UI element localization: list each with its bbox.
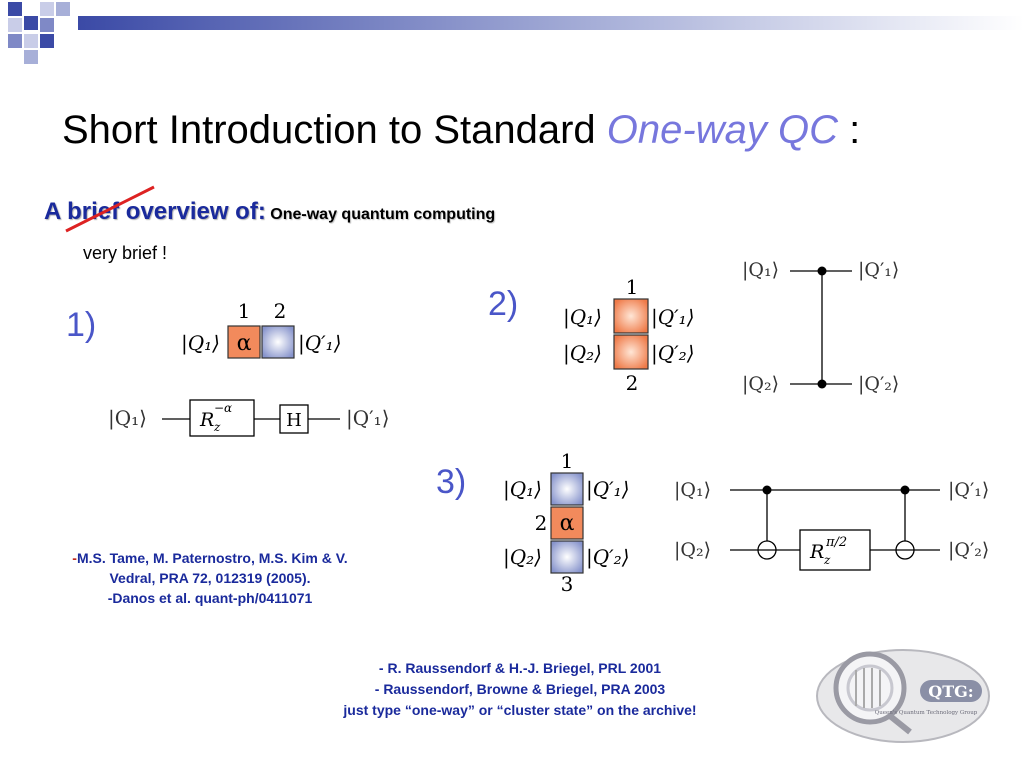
rz-gate-sub: z [823,553,831,567]
strike-through-line [65,185,155,233]
diagram-one: 1 2 |Q₁⟩ α |Q′₁⟩ |Q₁⟩ R z −α H |Q′₁⟩ [108,299,390,437]
cluster-cell [550,540,584,574]
qubit-number: 2 [535,511,548,535]
header-decoration [8,2,1024,64]
qubit-number: 1 [561,449,574,473]
slide-title: Short Introduction to Standard One-way Q… [62,108,860,153]
control-dot [762,485,772,495]
subheading: A brief overview of: One-way quantum com… [44,198,495,226]
circuit-input: |Q₁⟩ [742,259,779,281]
control-dot [900,485,910,495]
control-dot [817,266,827,276]
hadamard-gate [279,404,309,434]
rz-gate-sub: z [213,420,221,434]
header-square [8,2,22,16]
header-square [24,50,38,64]
control-dot [817,379,827,389]
cluster-cell [261,325,295,359]
hadamard-label: H [286,410,302,431]
ket-input: |Q₂⟩ [503,545,542,570]
circuit-output: |Q′₁⟩ [346,406,390,431]
ref-line: -Danos et al. quant-ph/0411071 [107,590,313,606]
ref-line: - R. Raussendorf & H.-J. Briegel, PRL 20… [378,660,662,676]
header-square [40,34,54,48]
ref-text: M.S. Tame, M. Paternostro, M.S. Kim & V. [76,550,348,566]
diagram-three: 1 α 2 3 |Q₁⟩ |Q₂⟩ |Q′₁⟩ |Q′₂⟩ |Q₁⟩ |Q₂⟩ … [503,449,989,596]
logo-subtitle: Queen's Quantum Technology Group [875,710,978,716]
header-square [8,18,22,32]
header-bar [78,16,1024,30]
ref-dash: - [72,550,77,566]
ket-input: |Q₁⟩ [503,477,542,502]
cluster-cell [613,298,649,334]
references-bottom: - R. Raussendorf & H.-J. Briegel, PRL 20… [290,658,750,721]
label-three: 3) [436,463,467,501]
cluster-cell [550,472,584,506]
title-accent: One-way QC [606,108,838,152]
ket-output: |Q′₁⟩ [586,477,630,502]
header-square [40,18,54,32]
circuit-output: |Q′₂⟩ [948,539,989,561]
ket-input: |Q₁⟩ [563,305,602,330]
cluster-cell-alpha [227,325,261,359]
cluster-cell-alpha [550,506,584,540]
subheading-big: A brief overview of: [44,198,266,225]
references-left: -M.S. Tame, M. Paternostro, M.S. Kim & V… [40,548,380,608]
header-square [56,2,70,16]
title-main: Short Introduction to Standard [62,108,607,152]
alpha-label: α [237,331,252,356]
rz-gate [189,399,255,437]
ket-output: |Q′₁⟩ [298,331,342,356]
qubit-number: 2 [626,371,639,395]
ket-input: |Q₁⟩ [181,331,220,356]
title-tail: : [837,108,861,152]
header-square [8,34,22,48]
header-square [24,16,38,30]
subheading-note: very brief ! [83,243,168,263]
rz-gate-label: R [809,541,824,563]
rz-gate-sup: π/2 [825,535,847,550]
ref-line: Vedral, PRA 72, 012319 (2005). [109,570,311,586]
circuit-output: |Q′₁⟩ [858,259,899,281]
diagram-two: 1 2 |Q₁⟩ |Q₂⟩ |Q′₁⟩ |Q′₂⟩ |Q₁⟩ |Q₂⟩ |Q′₁… [563,259,899,395]
label-two: 2) [488,285,519,323]
circuit-input: |Q₂⟩ [674,539,711,561]
ref-line: -M.S. Tame, M. Paternostro, M.S. Kim & V… [40,548,380,568]
circuit-output: |Q′₁⟩ [948,479,989,501]
circuit-input: |Q₁⟩ [674,479,711,501]
ref-line: - Raussendorf, Browne & Briegel, PRA 200… [374,681,666,697]
qubit-number: 3 [561,572,574,596]
qubit-number: 1 [238,299,251,323]
ket-output: |Q′₂⟩ [586,545,630,570]
ref-line: just type “one-way” or “cluster state” o… [343,702,697,718]
header-square [24,34,38,48]
qubit-number: 2 [274,299,287,323]
rz-gate-sup: −α [214,401,232,415]
alpha-label: α [560,511,575,536]
rz-gate [799,529,871,571]
label-one: 1) [66,306,97,344]
circuit-input: |Q₁⟩ [108,406,147,431]
subheading-small: One-way quantum computing [270,206,496,223]
ket-input: |Q₂⟩ [563,341,602,366]
circuit-output: |Q′₂⟩ [858,373,899,395]
ket-output: |Q′₂⟩ [651,341,695,366]
rz-gate-label: R [199,409,214,431]
circuit-input: |Q₂⟩ [742,373,779,395]
qtg-logo: QTG: Queen's Quantum Technology Group [816,649,990,743]
qubit-number: 1 [626,275,639,299]
ket-output: |Q′₁⟩ [651,305,695,330]
cluster-cell [613,334,649,370]
header-square [40,2,54,16]
logo-text: QTG: [928,682,973,701]
